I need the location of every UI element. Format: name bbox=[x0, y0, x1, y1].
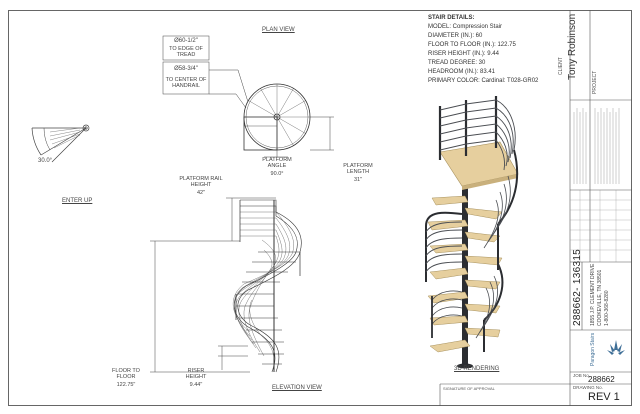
signature-label: SIGNATURE OF APPROVAL bbox=[443, 386, 495, 391]
platform-rail-value: 42" bbox=[196, 190, 206, 196]
company-logo bbox=[607, 340, 625, 355]
address-line: 1-800-368-8280 bbox=[604, 290, 610, 326]
riser-height-label: RISER HEIGHT bbox=[185, 368, 207, 381]
revision: REV 1 bbox=[588, 391, 620, 403]
stair-details-title: STAIR DETAILS: bbox=[428, 15, 475, 21]
stair-detail-line: HEADROOM (IN.): 83.41 bbox=[428, 69, 496, 75]
stair-detail-line: MODEL: Compression Stair bbox=[428, 24, 503, 30]
job-number: 288662 bbox=[588, 375, 615, 384]
stair-detail-line: DIAMETER (IN.): 60 bbox=[428, 33, 483, 39]
tread-angle-value: 30.0° bbox=[38, 158, 53, 164]
edge-diameter-label: TO EDGE OF TREAD bbox=[169, 46, 203, 59]
client-label: CLIENT bbox=[558, 57, 564, 75]
center-diameter-value: Ø58-3/4" bbox=[174, 66, 198, 72]
address-line: 1855 J.P. CLEMENT DRIVE bbox=[590, 263, 596, 326]
center-diameter-label: TO CENTER OF HANDRAIL bbox=[165, 77, 207, 90]
drawing-sheet bbox=[8, 10, 632, 406]
plan-view-title: PLAN VIEW bbox=[262, 27, 295, 33]
address-line: COOKEVILLE, TN 38501 bbox=[597, 269, 603, 326]
drawing-number-label: DRAWING No. bbox=[573, 385, 603, 390]
stair-detail-line: TREAD DEGREE: 30 bbox=[428, 60, 486, 66]
3d-rendering-title: 3D RENDERING bbox=[454, 366, 500, 372]
platform-length-label: PLATFORM LENGTH bbox=[343, 163, 373, 176]
floor-to-floor-label: FLOOR TO FLOOR bbox=[112, 368, 140, 381]
enter-up-label: ENTER UP bbox=[62, 198, 93, 204]
job-number-label: JOB No. bbox=[573, 373, 591, 378]
platform-length-value: 31" bbox=[353, 177, 363, 183]
stair-detail-line: FLOOR TO FLOOR (IN.): 122.75 bbox=[428, 42, 516, 48]
stair-detail-line: PRIMARY COLOR: Cardinal: T028-GR02 bbox=[428, 78, 539, 84]
platform-angle-label: PLATFORM ANGLE bbox=[262, 157, 292, 170]
stair-details-block: STAIR DETAILS: MODEL: Compression Stair … bbox=[428, 14, 538, 86]
client-name: Tony Robinson bbox=[567, 13, 578, 80]
stair-detail-line: RISER HEIGHT (IN.): 9.44 bbox=[428, 51, 499, 57]
platform-rail-label: PLATFORM RAIL HEIGHT bbox=[179, 176, 223, 189]
floor-to-floor-value: 122.75" bbox=[116, 382, 136, 388]
platform-angle-value: 90.0° bbox=[270, 171, 284, 177]
drawing-id: 288662- 136315 bbox=[572, 248, 583, 326]
project-label: PROJECT bbox=[592, 70, 598, 94]
elevation-view-title: ELEVATION VIEW bbox=[272, 385, 322, 391]
edge-diameter-value: Ø60-1/2" bbox=[174, 38, 198, 44]
riser-height-value: 9.44" bbox=[189, 382, 203, 388]
company-name: Paragon Stairs bbox=[590, 332, 596, 366]
